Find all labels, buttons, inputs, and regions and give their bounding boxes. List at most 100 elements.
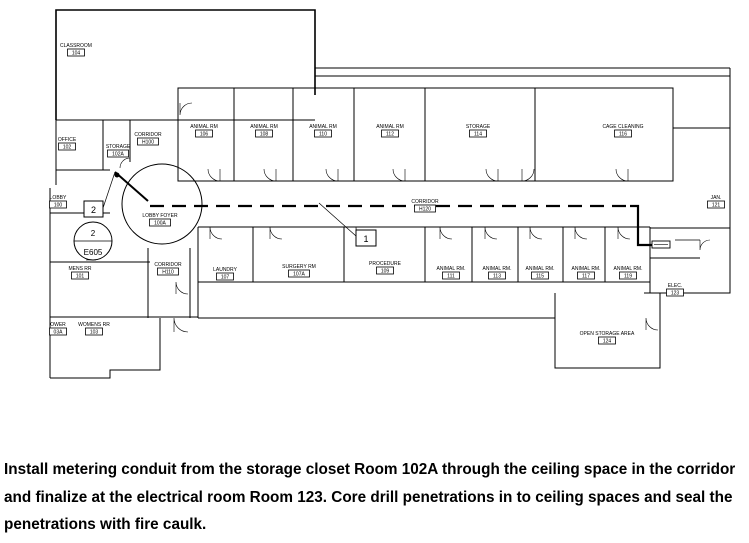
room-label: ANIMAL RM 110: [309, 124, 337, 138]
room-label: LAUNDRY 107: [213, 267, 237, 281]
room-name: PROCEDURE: [369, 261, 402, 267]
room-label: JAN.121: [707, 195, 725, 209]
room-number: H120: [419, 207, 431, 213]
keynote-tag-2-text: 2: [91, 205, 96, 215]
walls: [49, 9, 731, 379]
room-number: 100: [54, 203, 63, 209]
room-name: WOMENS RR: [78, 322, 110, 328]
room-name: ANIMAL RM.: [437, 266, 466, 272]
room-name: OWER: [50, 322, 66, 328]
room-number: 106: [200, 132, 209, 138]
room-number: 101: [76, 274, 85, 280]
room-name: MENS RR: [68, 266, 91, 272]
door-swings: [85, 102, 711, 333]
room-label: ANIMAL RM.115: [526, 266, 555, 280]
room-name: ANIMAL RM: [190, 124, 218, 130]
room-name: STORAGE: [106, 144, 131, 150]
room-label: OWER 03A: [49, 322, 67, 336]
room-number-box: [58, 142, 76, 151]
room-name: OPEN STORAGE AREA: [580, 331, 635, 337]
room-number: 102A: [112, 152, 124, 158]
room-number-box: [49, 200, 67, 209]
room-name: LAUNDRY: [213, 267, 237, 273]
room-name: CORRIDOR: [411, 199, 439, 205]
room-number-box: [577, 271, 595, 280]
room-number-box: [619, 271, 637, 280]
room-number-box: [414, 204, 436, 213]
room-number-box: [707, 200, 725, 209]
room-name: ANIMAL RM.: [614, 266, 643, 272]
section-callout-sheet: E605: [84, 248, 103, 257]
room-number-box: [107, 149, 129, 158]
floor-plan: 1 2 2 E605 CLASSROOM104OFFICE102CORRIDOR…: [49, 9, 731, 379]
room-number: 110: [319, 132, 327, 138]
room-number: 115: [536, 274, 544, 280]
room-number: 112: [386, 132, 394, 138]
room-number: 109: [381, 269, 390, 275]
room-name: ANIMAL RM: [309, 124, 337, 130]
room-name: CORRIDOR: [154, 262, 182, 268]
room-name: CORRIDOR: [134, 132, 162, 138]
room-label: CORRIDOR H100: [134, 132, 162, 146]
room-number: H100: [142, 140, 154, 146]
room-label: LOBBY FOYER 100A: [142, 213, 178, 227]
conduit-route: [102, 171, 700, 247]
room-label: CORRIDOR H110: [154, 262, 182, 276]
room-label: ANIMAL RM 112: [376, 124, 404, 138]
room-name: CLASSROOM: [60, 43, 92, 49]
room-number-box: [85, 327, 103, 336]
room-number-box: [598, 336, 616, 345]
room-name: CAGE CLEANING: [602, 124, 643, 130]
room-label: ANIMAL RM.119: [614, 266, 643, 280]
room-name: JAN.: [711, 195, 722, 201]
conduit-start-point: [114, 172, 120, 178]
room-number-box: [288, 269, 310, 278]
room-number: 107: [221, 275, 230, 281]
room-name: LOBBY FOYER: [142, 213, 178, 219]
room-number-box: [71, 271, 89, 280]
room-labels: CLASSROOM104OFFICE102CORRIDORH100STORAGE…: [49, 43, 725, 345]
room-name: ANIMAL RM: [250, 124, 278, 130]
room-number: 116: [619, 132, 627, 138]
room-number: 124: [603, 339, 612, 345]
room-label: MENS RR 101: [68, 266, 91, 280]
room-label: CAGE CLEANING 116: [602, 124, 643, 138]
room-number: 123: [671, 291, 680, 297]
room-number-box: [49, 327, 67, 336]
room-number: 114: [474, 132, 482, 138]
room-label: ELEC. 123: [666, 283, 684, 297]
room-number-box: [137, 137, 159, 146]
room-number: 111: [447, 274, 455, 280]
room-number-box: [149, 218, 171, 227]
room-number: H110: [162, 270, 174, 276]
room-number: 108: [260, 132, 269, 138]
room-name: STORAGE: [466, 124, 491, 130]
room-number-box: [442, 271, 460, 280]
room-number-box: [195, 129, 213, 138]
lobby-foyer-rotunda: [121, 163, 203, 245]
room-name: ANIMAL RM.: [572, 266, 601, 272]
room-label: CORRIDOR H120: [411, 199, 439, 213]
room-label: STORAGE 102A: [106, 144, 131, 158]
room-number: 113: [493, 274, 501, 280]
room-number: 03A: [54, 330, 64, 336]
room-number: 117: [582, 274, 590, 280]
section-callout: 2 E605: [73, 221, 113, 261]
room-number-box: [157, 267, 179, 276]
room-number-box: [314, 129, 332, 138]
room-number: 100A: [154, 221, 166, 227]
room-number-box: [469, 129, 487, 138]
room-number-box: [531, 271, 549, 280]
room-number-box: [614, 129, 632, 138]
keynote-tag-1: 1: [355, 229, 377, 247]
room-label: PROCEDURE 109: [369, 261, 402, 275]
room-name: SURGERY RM: [282, 264, 316, 270]
section-callout-number: 2: [91, 229, 96, 238]
room-name: ANIMAL RM: [376, 124, 404, 130]
room-name: ELEC.: [668, 283, 682, 289]
room-number: 107A: [293, 272, 305, 278]
